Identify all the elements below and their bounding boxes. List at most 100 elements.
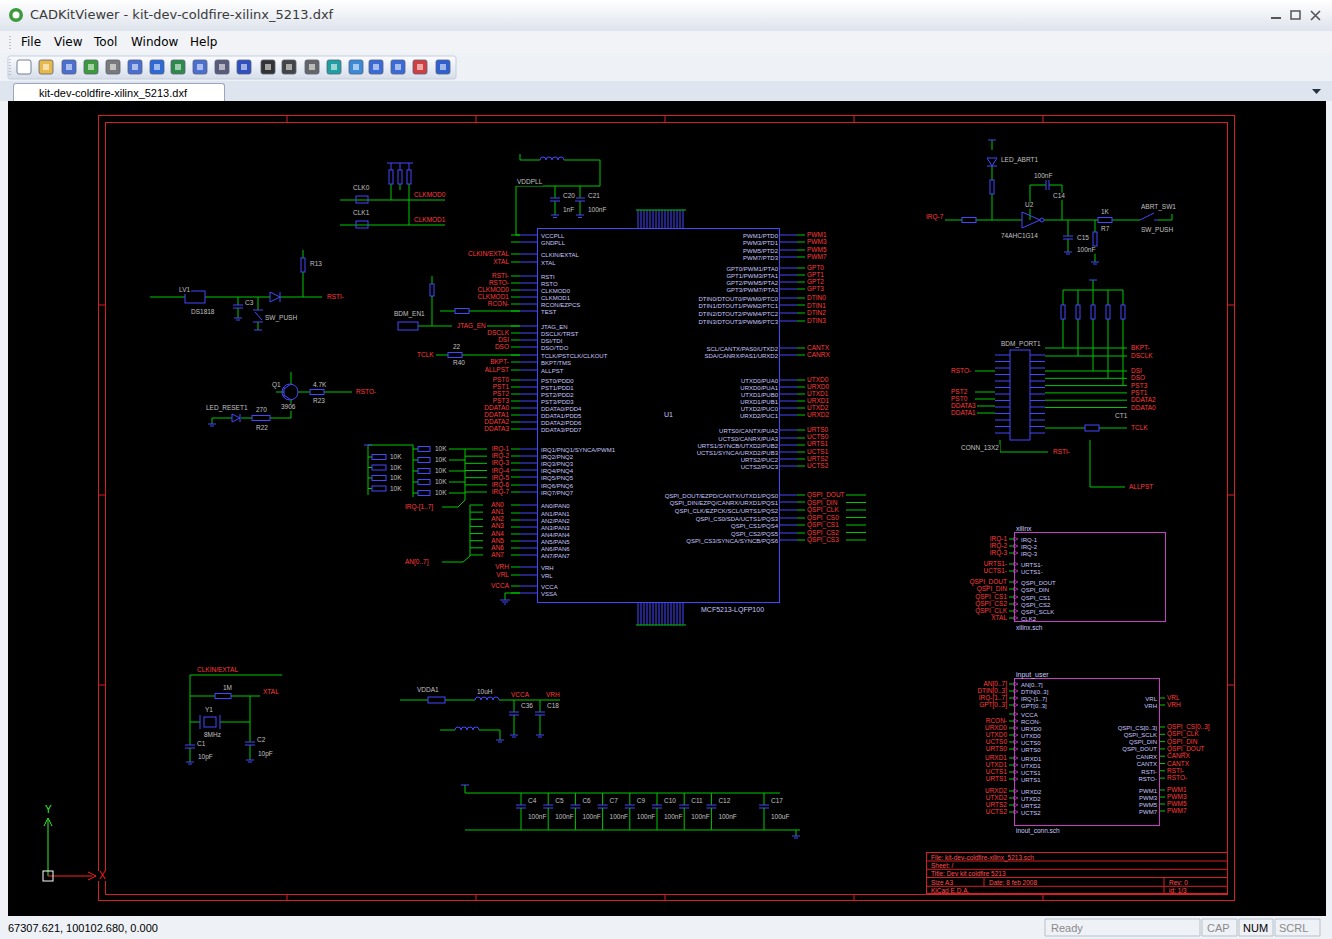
component-symbol [387,163,413,170]
pin-stub [520,333,537,334]
pin-name: URXD2/PUC1 [740,413,778,419]
pin-name: IRQ5/PNQ5 [541,475,573,481]
connector-pin [995,394,1010,395]
sheet-pin: GPT[0..3] [1021,703,1047,709]
pin-name: DSO/TDO [541,345,568,351]
wire [511,575,520,576]
wire [470,547,483,548]
part-label: DS1818 [190,309,216,316]
net-label: UCTS1- [983,568,1008,575]
pin-stub [520,527,537,528]
net-label: PWM1 [1166,787,1188,794]
sheet-pin: xilinx [1016,525,1032,532]
power-pin [683,210,684,228]
pin-name: AN3/PAN3 [541,525,570,531]
status-field: SCRL [1279,923,1308,934]
net-label: DDATA3 [950,403,977,410]
net-label: XTAL [492,259,510,266]
wire [797,387,805,388]
part-label: LV1 [178,287,191,294]
title-block-field: Rev: 0 [1169,880,1188,887]
connector-pin [1030,387,1045,388]
net-label: DTIN0 [806,295,827,302]
net-label: URTS0 [985,746,1008,753]
pin-stub [520,394,537,395]
net-label: RSTO- [1166,775,1188,782]
wire [797,430,805,431]
wire [1160,790,1165,791]
component-symbol [1106,305,1110,319]
toolbar-icon [391,60,405,74]
toolbar-icon [132,64,138,70]
wire [846,517,866,518]
net-label: QSPI_CS2 [806,529,840,536]
pin-name: UCTS0/CANRX/PUA3 [718,436,778,442]
part-label: 22 [452,344,461,351]
pin-name: QSPI_CS1/PQS4 [731,523,778,529]
wire [511,513,520,514]
part-label: 100nF [717,814,737,821]
pin-name: UCTS1/SYNCA/URXD2/PUB3 [697,450,778,456]
wire [470,512,483,513]
component-symbol [1040,218,1044,222]
window-chrome [0,916,1332,939]
wire [470,554,483,555]
wire [797,452,805,453]
toolbar-icon [88,64,94,70]
pin-stub [520,492,537,493]
pin-name: CLKMOD1 [541,295,570,301]
menu-item: Help [190,36,217,48]
wire [636,210,686,211]
net-label: DTIN[0..3] [976,688,1008,695]
net-label: QSPI_DIN [976,586,1008,593]
net-label: CLKMOD1 [413,217,446,224]
wire [511,586,520,587]
toolbar-icon [417,64,423,70]
wire [764,808,765,830]
net-label: DDATA2 [1130,397,1157,404]
window-chrome [0,31,1332,53]
net-label: UTXD2 [985,795,1008,802]
net-label: URXD0 [984,725,1008,732]
net-label: IRQ-[1..7] [404,504,434,511]
pin-stub [520,415,537,416]
pin-stub [520,429,537,430]
pin-stub [520,586,537,587]
sheet-pin: VRH [1144,703,1157,709]
component-symbol [407,170,411,184]
part-label: 100nF [636,814,656,821]
pin-stub [780,348,797,349]
power-pin [638,210,639,228]
pin-name: CLKMOD0 [541,288,570,294]
sheet-pin: UCTS2 [1021,810,1041,816]
wire [1063,280,1123,386]
net-label: PWM1 [806,232,828,239]
net-label: QSPI_DIN [806,499,838,506]
window-title: CADKitViewer - kit-dev-coldfire-xilinx_5… [30,8,333,21]
pin-name: QSPI_CS2/PQS5 [731,531,778,537]
net-label: IRQ-2 [989,543,1008,550]
part-label: 10K [389,454,403,461]
part-label: C20 [562,193,576,200]
part-label: R13 [309,261,323,268]
power-pin [680,210,681,228]
net-label: PWM7 [806,254,828,261]
part-label: Q1 [271,382,282,389]
net-label: QSPI_DOUT [1166,746,1206,753]
pin-stub [520,485,537,486]
pin-name: RCON/EZPCS [541,302,580,308]
part-label: R22 [255,425,269,432]
power-pin [641,603,642,625]
part-label: 74AHC1G14 [1000,233,1039,240]
wire [797,282,805,283]
wire [636,625,686,626]
wire [511,470,520,471]
wire [511,297,520,298]
generated-artwork [17,60,1165,838]
pin-name: UCTS2/PUC3 [741,464,778,470]
power-pin [644,210,645,228]
net-label: IRQ-1 [491,446,510,453]
part-label: Y1 [204,707,214,714]
part-label: C4 [527,798,537,805]
